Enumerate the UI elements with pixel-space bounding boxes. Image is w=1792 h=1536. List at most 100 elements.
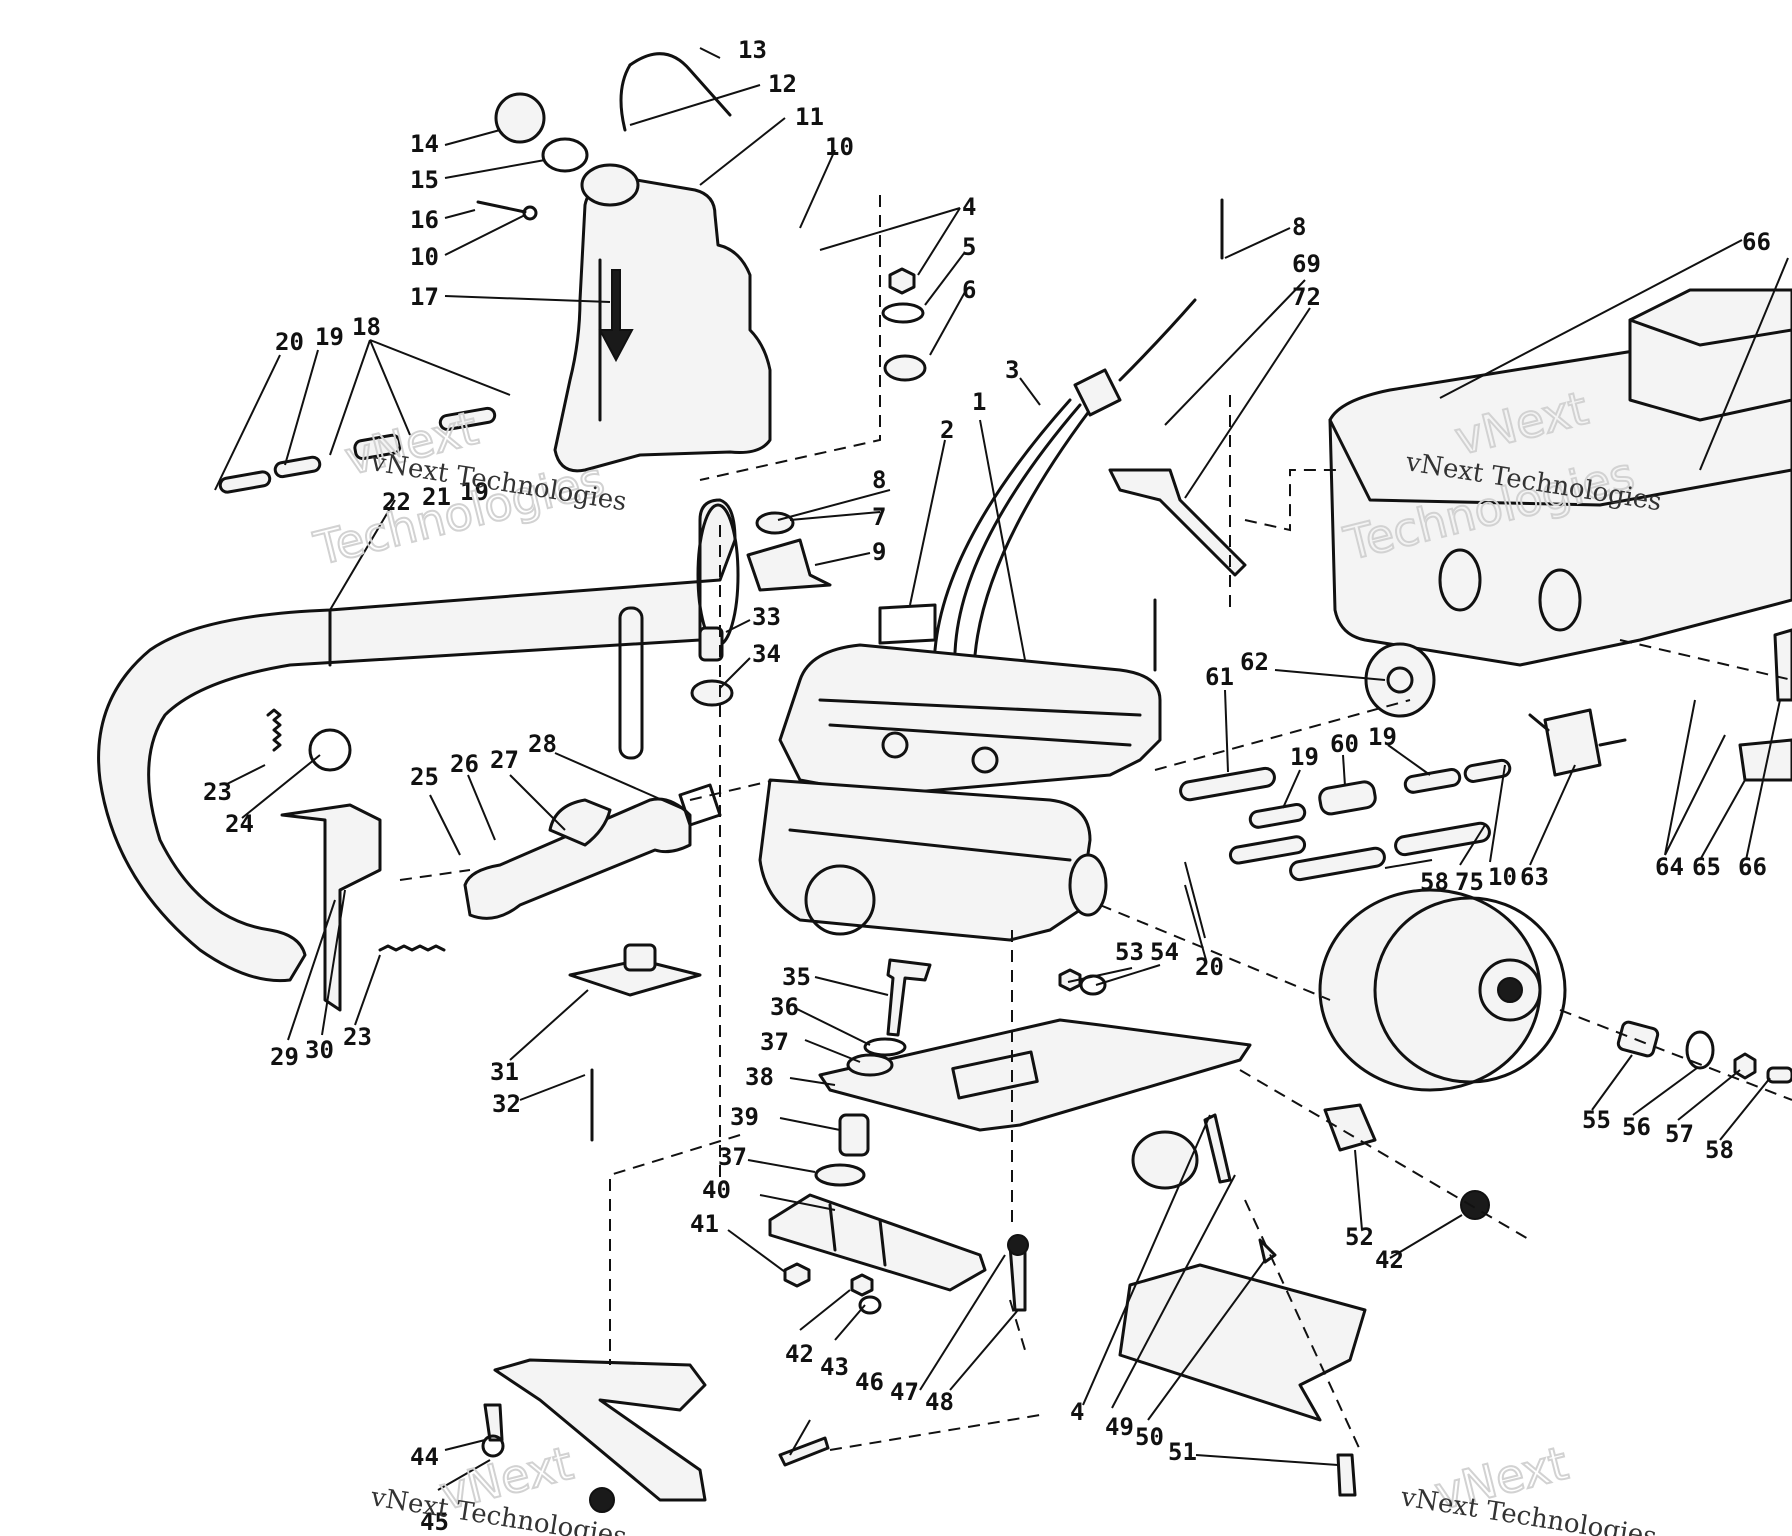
fuel-cap (494, 92, 546, 144)
callout-4b: 4 (1070, 1398, 1084, 1426)
fuel-line-59 (1289, 846, 1386, 882)
callout-49: 49 (1105, 1413, 1134, 1441)
fuel-line-19b (1403, 768, 1462, 794)
callout-36: 36 (770, 993, 799, 1021)
leader-lines (214, 47, 1789, 1491)
callout-56: 56 (1622, 1113, 1651, 1141)
washer-43 (858, 1295, 882, 1315)
fuel-line-18-left (438, 406, 497, 431)
fuel-line-19-left (273, 455, 322, 479)
callout-37a: 37 (760, 1028, 789, 1056)
nut-4 (888, 267, 916, 295)
callout-24: 24 (225, 810, 254, 838)
callout-26: 26 (450, 750, 479, 778)
callout-37b: 37 (718, 1143, 747, 1171)
callout-58a: 58 (1705, 1136, 1734, 1164)
callout-25: 25 (410, 763, 439, 791)
callout-9: 9 (872, 538, 886, 566)
callout-34: 34 (752, 640, 781, 668)
bolt-46 (778, 1436, 830, 1467)
callout-28: 28 (528, 730, 557, 758)
nut-42 (850, 1273, 874, 1297)
callout-20a: 20 (275, 328, 304, 356)
callout-52: 52 (1345, 1223, 1374, 1251)
callout-73: 72 (1292, 283, 1321, 311)
nut-42b (1460, 1190, 1490, 1220)
frame-bracket (493, 1358, 707, 1502)
callout-47: 47 (890, 1378, 919, 1406)
callout-17: 17 (410, 283, 439, 311)
fuel-pump (1543, 708, 1602, 777)
grommet-7 (755, 511, 795, 535)
fuel-line-19a (1248, 803, 1307, 829)
hanger-rod (618, 606, 644, 760)
callout-13: 13 (738, 36, 767, 64)
fuel-filter-21-left (353, 433, 402, 461)
mount-bolt-35 (886, 958, 932, 1037)
callout-6: 6 (962, 276, 976, 304)
nut-41 (783, 1262, 811, 1288)
callout-62: 62 (1240, 648, 1269, 676)
grommet (308, 728, 352, 772)
spring-lower (378, 944, 446, 952)
muffler-bracket (280, 803, 382, 1012)
tank-bracket-9 (746, 538, 832, 592)
callout-41: 41 (690, 1210, 719, 1238)
callout-43: 43 (820, 1353, 849, 1381)
throttle-cable-bracket (1108, 468, 1247, 577)
fill-direction-arrow (598, 269, 634, 363)
callout-14: 14 (410, 130, 439, 158)
callout-10a: 10 (410, 243, 439, 271)
callout-19b: 19 (460, 478, 489, 506)
tank-bolt (476, 200, 527, 214)
mount-37-bottom (814, 1163, 866, 1187)
engine-crankcase (758, 778, 1092, 942)
callout-35: 35 (782, 963, 811, 991)
callout-53: 53 (1115, 938, 1144, 966)
wiring-harness (933, 398, 1092, 657)
callout-4a: 4 (962, 193, 976, 221)
washer-56 (1685, 1030, 1715, 1070)
callout-75: 75 (1455, 868, 1484, 896)
grommet-34 (690, 679, 734, 707)
callout-69: 66 (1742, 228, 1771, 256)
bracket-65 (1738, 738, 1792, 782)
air-intake-silencer (1328, 348, 1792, 667)
stud-52 (1323, 1103, 1377, 1152)
callout-38: 38 (745, 1063, 774, 1091)
callout-44: 44 (410, 1443, 439, 1471)
callout-3: 3 (1005, 356, 1019, 384)
air-filter-element (1628, 288, 1792, 422)
callout-10c: 10 (1488, 863, 1517, 891)
callout-57: 57 (1665, 1120, 1694, 1148)
filler-gasket (541, 137, 589, 173)
callout-19a: 19 (315, 323, 344, 351)
bolt-58 (1766, 1066, 1792, 1084)
fuel-line-19c (1463, 758, 1512, 783)
spring-upper (266, 708, 282, 752)
callout-48: 48 (925, 1388, 954, 1416)
callout-39: 39 (730, 1103, 759, 1131)
crankshaft-end (1068, 853, 1108, 917)
coil-bracket (878, 603, 937, 645)
callout-45: 45 (420, 1508, 449, 1536)
callout-63: 63 (1520, 863, 1549, 891)
fuel-tank (553, 176, 772, 473)
callout-33: 33 (752, 603, 781, 631)
callout-5: 5 (962, 233, 976, 261)
callout-42a: 42 (785, 1340, 814, 1368)
callout-1: 1 (972, 388, 986, 416)
callout-32: 32 (492, 1090, 521, 1118)
spacer-33 (698, 626, 724, 662)
callout-11: 11 (795, 103, 824, 131)
callout-19d: 19 (1368, 723, 1397, 751)
chassis-plate (1118, 1263, 1367, 1422)
callout-46: 46 (855, 1368, 884, 1396)
callout-42b: 42 (1375, 1246, 1404, 1274)
vent-hose (628, 52, 732, 117)
engine-cylinder-head (778, 643, 1162, 797)
grommet-6 (883, 354, 927, 382)
callout-20b: 20 (1195, 953, 1224, 981)
muffler (97, 498, 737, 983)
